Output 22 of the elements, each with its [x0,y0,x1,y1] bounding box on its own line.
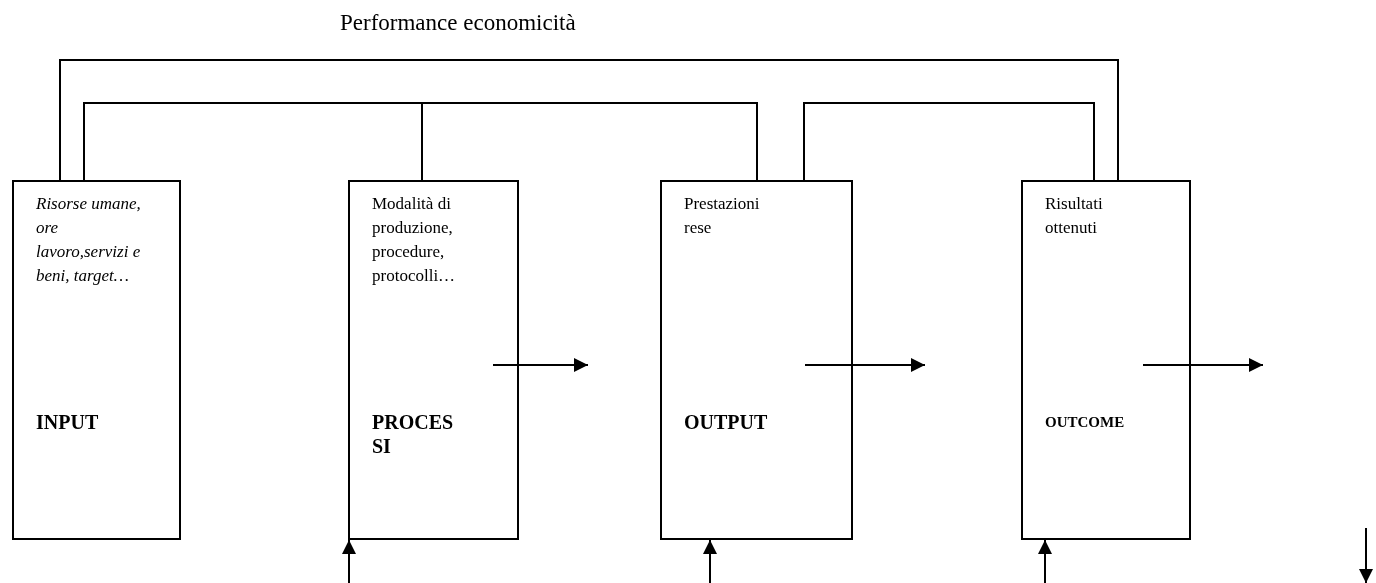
diagram-title: Performance economicità [340,10,576,36]
arrow [1038,539,1052,583]
connector-line [59,59,1119,181]
stage-name: OUTCOME [1045,413,1125,432]
stage-box [12,180,181,540]
arrow [1142,358,1264,372]
connector-line [803,102,1095,181]
connector-line [83,102,423,181]
stage-box [348,180,519,540]
arrow [804,358,926,372]
stage-description: Prestazioni rese [684,193,761,239]
stage-name: INPUT [36,410,99,434]
stage-box [660,180,853,540]
stage-name: OUTPUT [684,410,768,434]
stage-description: Risorse umane, ore lavoro,servizi e beni, target… [36,193,142,287]
arrow [703,539,717,583]
stage-box [1021,180,1191,540]
stage-description: Risultati ottenuti [1045,193,1104,239]
stage-name: PROCESSI [372,410,455,458]
stage-description: Modalità di produzione, procedure, protocolli… [372,193,457,287]
arrow [492,358,589,372]
arrow [342,539,356,583]
